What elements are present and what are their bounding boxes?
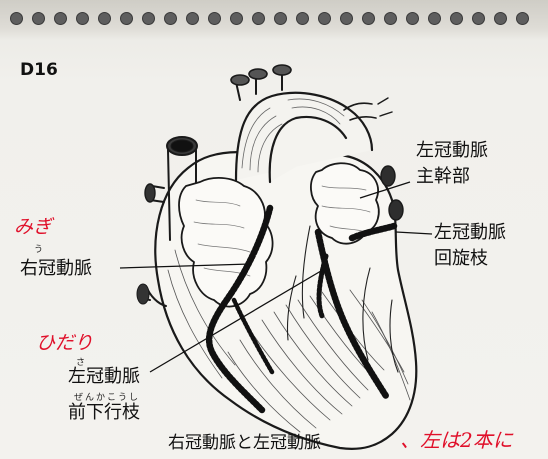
furigana-sa: さ — [76, 358, 86, 368]
spiral-ring — [98, 12, 111, 25]
label-lad-1: 左冠動脈 — [68, 366, 140, 387]
spiral-ring — [252, 12, 265, 25]
handwritten-caption-note: 、左は2本に — [400, 428, 513, 452]
right-atrium — [178, 177, 274, 308]
coronary-arteries — [205, 204, 398, 414]
spiral-ring — [362, 12, 375, 25]
figure-caption: 右冠動脈と左冠動脈 — [168, 433, 321, 453]
spiral-ring — [120, 12, 133, 25]
circumflex-vessel — [348, 222, 398, 242]
label-left-main-2: 主幹部 — [416, 166, 470, 187]
label-circumflex-2: 回旋枝 — [434, 248, 488, 269]
handwritten-left-note: ひだり — [36, 332, 94, 354]
spiral-ring — [208, 12, 221, 25]
spiral-ring — [384, 12, 397, 25]
aorta — [234, 91, 374, 184]
label-circumflex-1: 左冠動脈 — [434, 222, 506, 243]
spiral-binding — [0, 0, 548, 40]
furigana-zenkakoushi: ぜんかこうし — [74, 393, 141, 403]
spiral-ring — [142, 12, 155, 25]
spiral-ring — [406, 12, 419, 25]
spiral-ring — [472, 12, 485, 25]
spiral-ring — [494, 12, 507, 25]
spiral-ring — [230, 12, 243, 25]
spiral-ring — [428, 12, 441, 25]
muscle-hatching — [167, 249, 411, 433]
spiral-ring — [296, 12, 309, 25]
leader-circumflex — [395, 231, 433, 235]
label-left-main-1: 左冠動脈 — [416, 140, 488, 161]
leader-lad — [149, 267, 327, 373]
spiral-ring — [450, 12, 463, 25]
leader-lines — [119, 181, 433, 373]
spiral-ring — [54, 12, 67, 25]
spiral-ring — [274, 12, 287, 25]
label-lad-2: 前下行枝 — [68, 402, 140, 423]
spiral-ring — [516, 12, 529, 25]
leader-left-main — [359, 181, 411, 199]
spiral-ring — [340, 12, 353, 25]
spiral-ring — [32, 12, 45, 25]
handwritten-right-note: みぎ — [14, 216, 53, 238]
spiral-ring — [10, 12, 23, 25]
furigana-u: う — [34, 245, 44, 255]
spiral-ring — [186, 12, 199, 25]
right-coronary-vessel — [205, 204, 274, 414]
label-right-coronary: 右冠動脈 — [20, 258, 92, 279]
spiral-ring — [318, 12, 331, 25]
spiral-ring — [76, 12, 89, 25]
leader-right-coronary — [119, 263, 251, 269]
spiral-ring — [164, 12, 177, 25]
page-id: D16 — [20, 60, 58, 80]
